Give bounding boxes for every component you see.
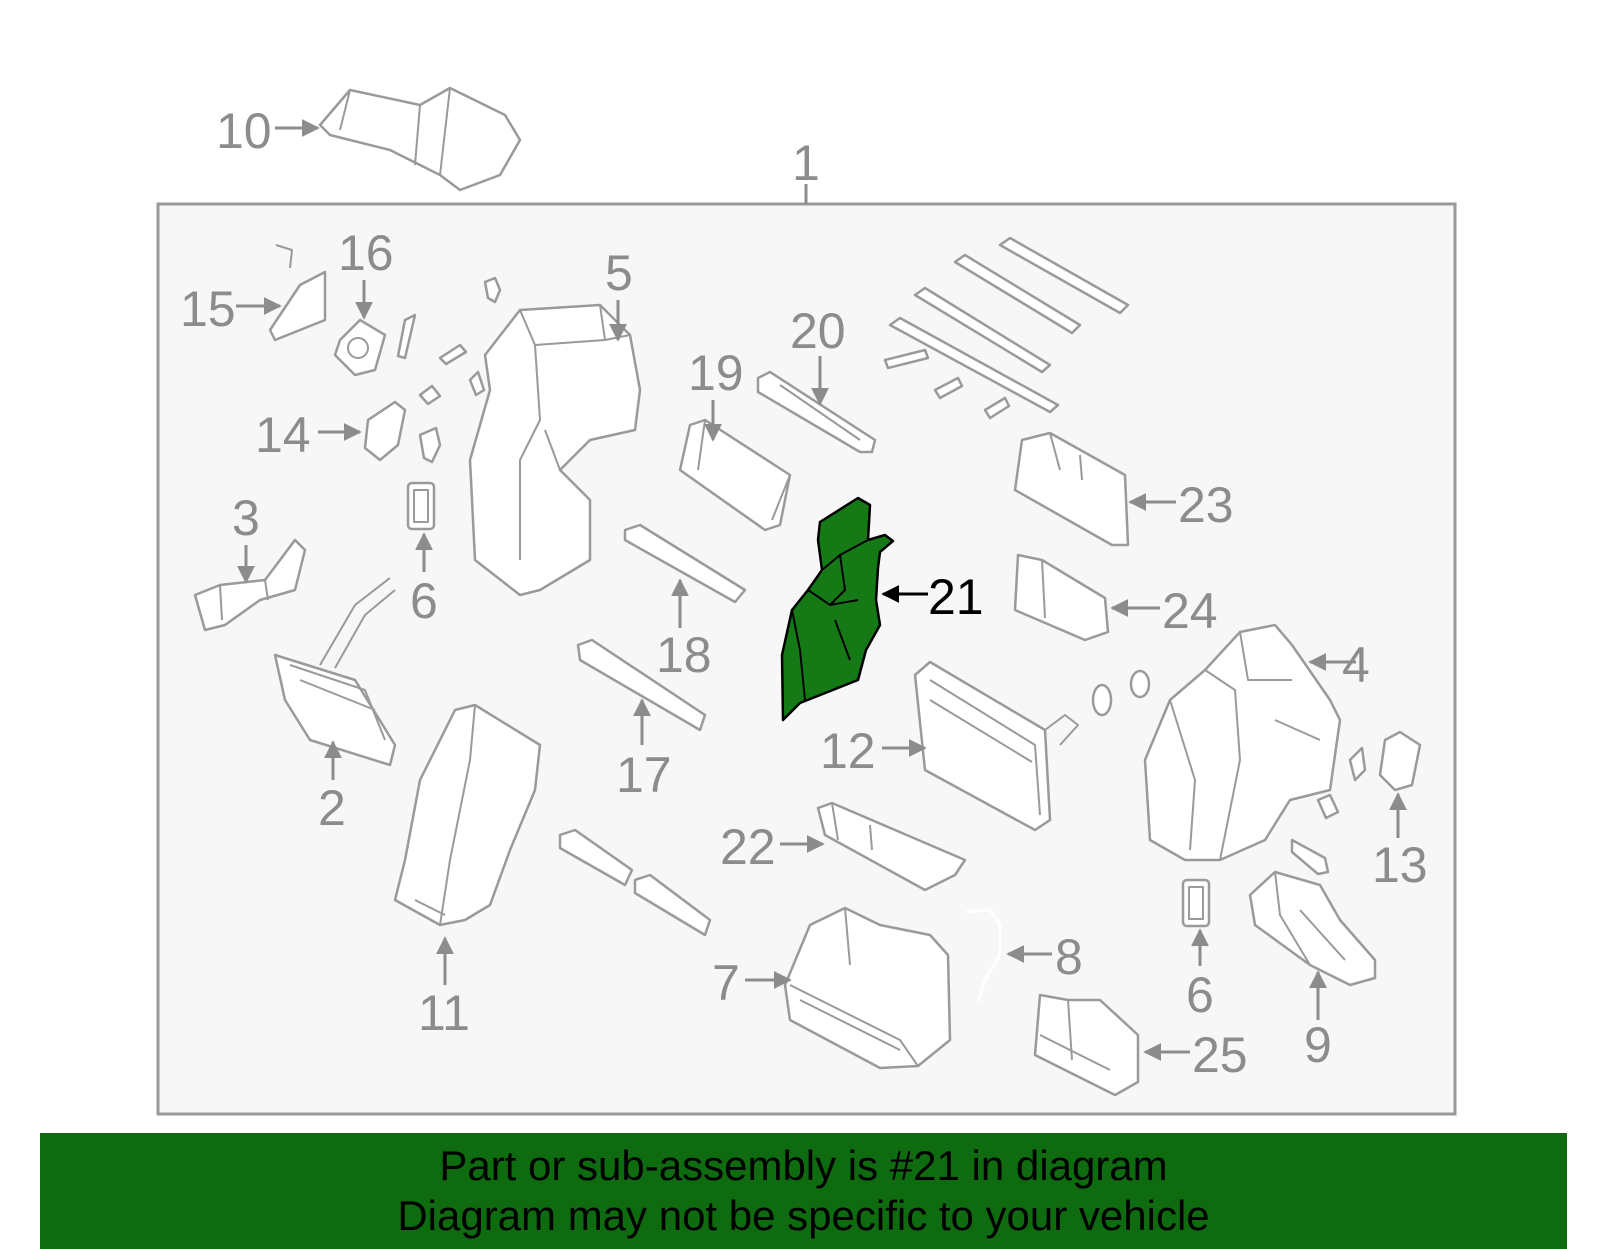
callout-2: 2 bbox=[318, 780, 346, 836]
callout-5: 5 bbox=[605, 245, 633, 301]
callout-14: 14 bbox=[255, 407, 311, 463]
part-7-lower-case[interactable] bbox=[783, 906, 952, 1070]
callout-19: 19 bbox=[688, 345, 744, 401]
part-15-bracket[interactable] bbox=[268, 244, 327, 342]
callout-6-left: 6 bbox=[410, 573, 438, 629]
part-9-duct[interactable] bbox=[1248, 870, 1377, 987]
part-20-door[interactable] bbox=[756, 370, 877, 454]
part-18-door[interactable] bbox=[623, 523, 747, 604]
part-clips-right[interactable] bbox=[1290, 793, 1340, 876]
callout-7: 7 bbox=[712, 955, 740, 1011]
part-8-hose[interactable] bbox=[964, 908, 1002, 1003]
callout-13: 13 bbox=[1372, 837, 1428, 893]
part-17-door[interactable] bbox=[576, 638, 707, 732]
part-23-panel[interactable] bbox=[1013, 431, 1130, 547]
part-13-actuator[interactable] bbox=[1348, 730, 1422, 792]
part-2-heater-core[interactable] bbox=[273, 577, 397, 767]
callout-12: 12 bbox=[820, 723, 876, 779]
part-22-door[interactable] bbox=[816, 801, 967, 892]
callout-9: 9 bbox=[1304, 1017, 1332, 1073]
callout-25: 25 bbox=[1192, 1027, 1248, 1083]
callout-24: 24 bbox=[1162, 583, 1218, 639]
callout-21: 21 bbox=[928, 569, 984, 625]
part-6-seal-left[interactable] bbox=[406, 481, 436, 531]
part-6-seal-right[interactable] bbox=[1181, 878, 1211, 928]
part-25-panel[interactable] bbox=[1033, 993, 1140, 1097]
part-21-detail bbox=[791, 539, 869, 701]
part-5-case[interactable] bbox=[468, 303, 642, 597]
part-21-highlighted[interactable] bbox=[780, 496, 895, 722]
part-24-panel[interactable] bbox=[1013, 553, 1110, 642]
part-11-duct[interactable] bbox=[393, 703, 542, 927]
info-banner: Part or sub-assembly is #21 in diagram D… bbox=[40, 1133, 1567, 1249]
part-doors-pair[interactable] bbox=[558, 828, 712, 937]
part-12-evaporator[interactable] bbox=[913, 660, 1079, 832]
callout-10: 10 bbox=[216, 103, 272, 159]
part-o-rings[interactable] bbox=[1091, 669, 1151, 717]
part-10-duct[interactable] bbox=[318, 86, 522, 192]
callout-23: 23 bbox=[1178, 477, 1234, 533]
banner-line-2: Diagram may not be specific to your vehi… bbox=[397, 1192, 1210, 1239]
part-seal-strips[interactable] bbox=[883, 236, 1130, 420]
part-4-case[interactable] bbox=[1143, 623, 1342, 862]
callout-17: 17 bbox=[616, 747, 672, 803]
banner-line-1: Part or sub-assembly is #21 in diagram bbox=[439, 1142, 1168, 1189]
callout-11: 11 bbox=[418, 985, 470, 1041]
callout-20: 20 bbox=[790, 303, 846, 359]
part-21-shape[interactable] bbox=[780, 496, 895, 722]
callout-3: 3 bbox=[232, 490, 260, 546]
part-small-clips[interactable] bbox=[396, 276, 502, 464]
callout-6-right: 6 bbox=[1186, 967, 1214, 1023]
callout-8: 8 bbox=[1055, 929, 1083, 985]
part-14-bracket[interactable] bbox=[363, 400, 407, 462]
callout-16: 16 bbox=[338, 225, 394, 281]
callout-22: 22 bbox=[720, 819, 776, 875]
callout-1: 1 bbox=[792, 135, 820, 191]
part-16-motor[interactable] bbox=[333, 318, 387, 377]
callout-15: 15 bbox=[180, 281, 236, 337]
callout-18: 18 bbox=[656, 627, 712, 683]
callout-4: 4 bbox=[1342, 637, 1370, 693]
part-19-door[interactable] bbox=[678, 418, 792, 532]
